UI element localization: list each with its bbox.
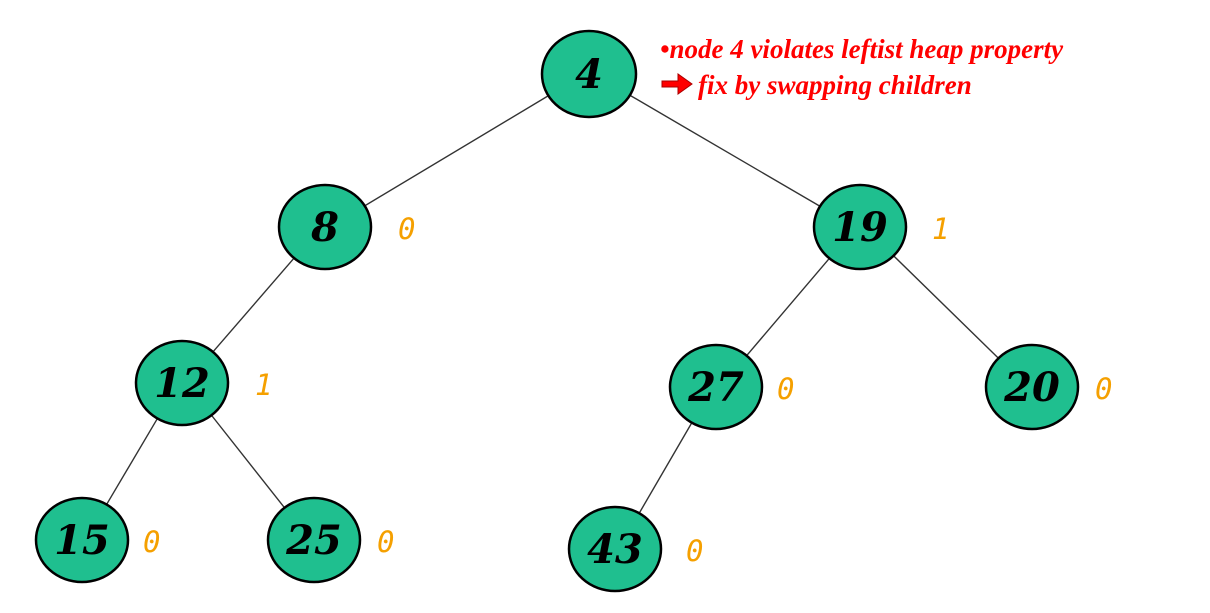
tree-node-25: 25 0 [266, 496, 394, 584]
tree-node-43: 43 0 [567, 505, 703, 593]
npl-label: 1 [255, 368, 272, 402]
npl-label: 0 [686, 534, 703, 568]
node-circle [266, 496, 362, 584]
tree-node-15: 15 0 [34, 496, 160, 584]
annotation-line-1: •node 4 violates leftist heap property [660, 36, 1063, 63]
npl-label: 0 [377, 525, 394, 559]
npl-label: 0 [1095, 372, 1112, 406]
annotation-text-violation: node 4 violates leftist heap property [669, 34, 1064, 64]
npl-label: 0 [777, 372, 794, 406]
edge-4-19 [627, 93, 823, 209]
node-key: 15 [54, 517, 110, 564]
annotation-text-fix: fix by swapping children [698, 70, 972, 100]
edge-12-15 [104, 416, 160, 507]
annotation-line-2: fix by swapping children [660, 72, 972, 99]
node-key: 25 [285, 517, 342, 564]
edge-4-8 [362, 93, 551, 208]
right-arrow-icon [661, 73, 693, 95]
npl-label: 0 [398, 212, 415, 246]
tree-node-19: 19 1 [812, 183, 949, 271]
node-circle [34, 496, 130, 584]
tree-node-4: 4 [540, 29, 638, 119]
node-key: 27 [687, 364, 744, 411]
node-key: 19 [832, 204, 888, 251]
node-circle [812, 183, 908, 271]
tree-node-12: 12 1 [134, 339, 272, 427]
node-circle [277, 183, 373, 271]
npl-label: 0 [143, 525, 160, 559]
node-circle [567, 505, 663, 593]
tree-node-20: 20 0 [984, 343, 1112, 431]
edge-12-25 [209, 413, 287, 510]
npl-label: 1 [932, 212, 949, 246]
node-key: 43 [587, 526, 643, 573]
node-circle [134, 339, 230, 427]
node-key: 12 [154, 360, 210, 407]
annotation-bullet: • [660, 34, 670, 64]
node-circle [540, 29, 638, 119]
node-circle [984, 343, 1080, 431]
tree-node-27: 27 0 [668, 343, 794, 431]
node-key: 8 [310, 204, 339, 251]
edge-27-43 [637, 420, 694, 516]
edge-8-12 [210, 255, 297, 355]
node-circle [668, 343, 764, 431]
node-key: 4 [575, 51, 603, 98]
edge-19-27 [744, 256, 832, 358]
node-key: 20 [1003, 364, 1060, 411]
edge-19-20 [891, 253, 1001, 361]
